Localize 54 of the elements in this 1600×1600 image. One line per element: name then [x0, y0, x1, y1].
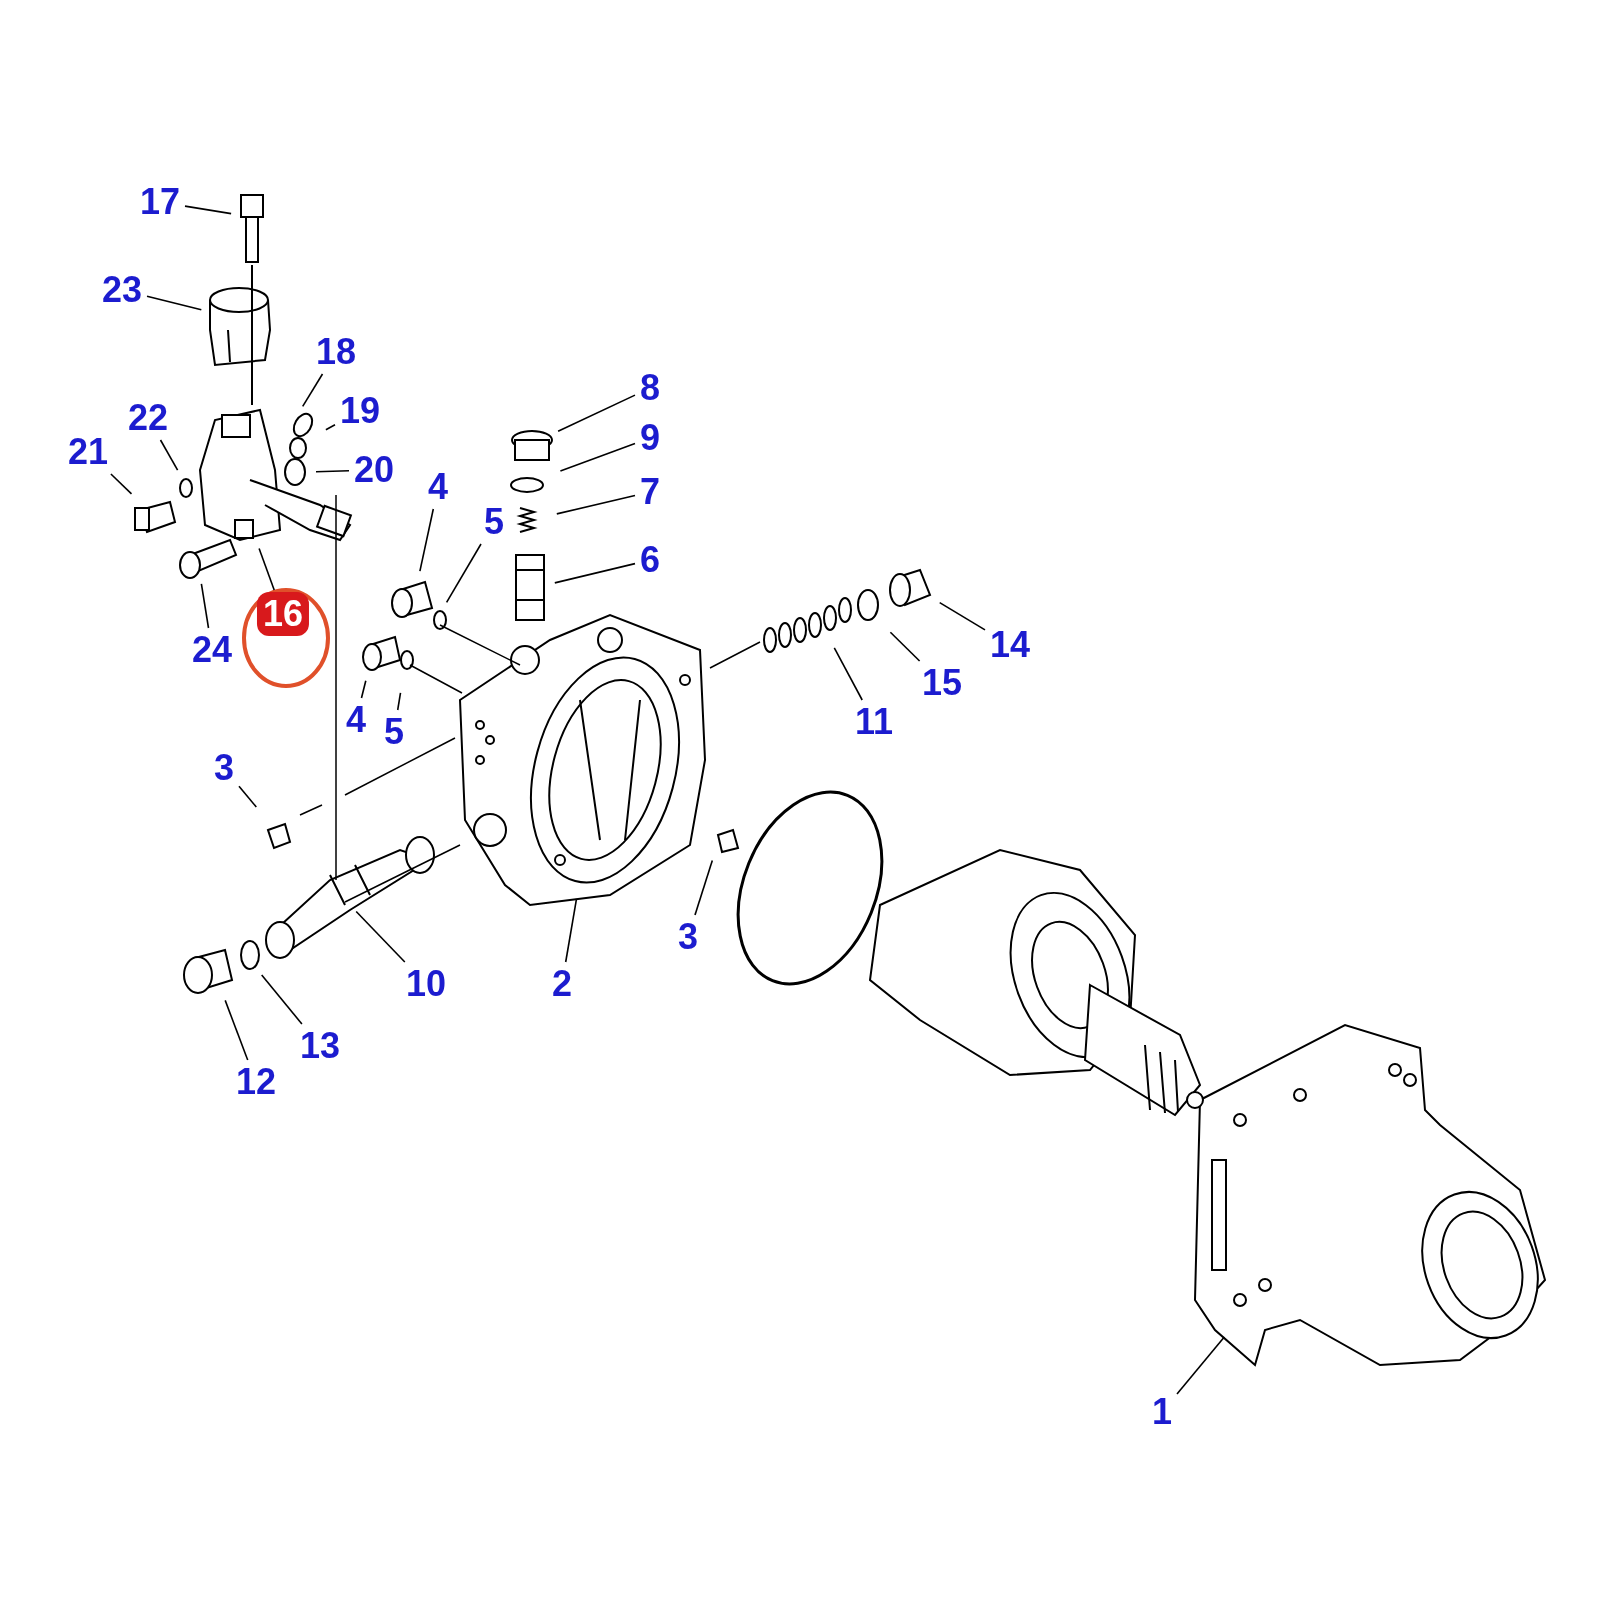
leader-line	[554, 562, 636, 584]
callout-number: 23	[99, 270, 145, 310]
leader-line	[238, 785, 258, 808]
callout-number: 10	[403, 964, 449, 1004]
callout-number: 14	[987, 625, 1033, 665]
callout-number: 4	[343, 700, 369, 740]
leader-line	[889, 631, 921, 662]
callout-number: 5	[381, 712, 407, 752]
leader-line	[258, 547, 275, 591]
leader-line	[556, 494, 636, 515]
callout-number: 17	[137, 182, 183, 222]
leader-line	[833, 647, 863, 701]
leader-line	[396, 692, 402, 711]
leader-line	[184, 205, 232, 215]
callout-number: 7	[637, 472, 663, 512]
leader-line	[557, 394, 636, 432]
leader-line	[938, 601, 986, 631]
callout-number: 9	[637, 418, 663, 458]
callout-number: 13	[297, 1026, 343, 1066]
callout-number: 5	[481, 502, 507, 542]
callout-number: 18	[313, 332, 359, 372]
leader-line	[1176, 1336, 1226, 1395]
callout-badge: 16	[257, 592, 309, 636]
callout-number: 24	[189, 630, 235, 670]
callout-number: 12	[233, 1062, 279, 1102]
leader-line	[110, 473, 133, 495]
leader-line	[224, 999, 249, 1061]
callout-number: 15	[919, 663, 965, 703]
leader-line	[146, 295, 203, 311]
callout-number: 11	[851, 702, 897, 742]
leader-line	[301, 373, 324, 408]
callout-number: 20	[351, 450, 397, 490]
leader-line	[564, 898, 578, 963]
leader-line	[325, 423, 336, 431]
leader-line	[159, 439, 179, 471]
callout-number: 8	[637, 368, 663, 408]
callout-number: 4	[425, 467, 451, 507]
leader-line	[559, 442, 636, 472]
leader-line	[419, 508, 435, 572]
leader-line	[360, 679, 367, 699]
callout-number: 3	[675, 917, 701, 957]
callout-number: 6	[637, 540, 663, 580]
callout-number: 3	[211, 748, 237, 788]
callout-number: 22	[125, 398, 171, 438]
leader-line	[445, 543, 482, 604]
leader-line	[694, 859, 714, 916]
callout-number: 21	[65, 432, 111, 472]
leader-line	[315, 469, 350, 473]
leader-line	[260, 974, 303, 1025]
callout-number: 19	[337, 391, 383, 431]
leader-line	[355, 910, 406, 963]
callout-number: 1	[1149, 1392, 1175, 1432]
callout-number: 2	[549, 964, 575, 1004]
leader-line	[200, 583, 210, 629]
